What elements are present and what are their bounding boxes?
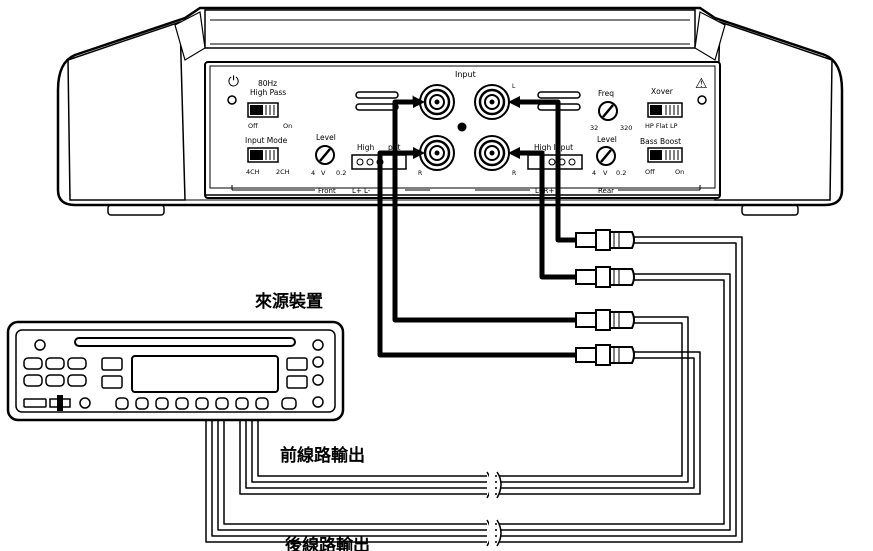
rca-plugs — [575, 229, 635, 366]
xover-label: Xover — [651, 87, 674, 96]
xover-options-label: HP Flat LP — [645, 122, 678, 130]
high-input-front-label: High — [357, 143, 374, 152]
front-line-output-label: 前線路輸出 — [280, 445, 365, 466]
jack-side-marks — [355, 91, 581, 111]
head-unit-left-buttons[interactable] — [23, 357, 123, 389]
highpass-switch[interactable] — [247, 102, 279, 118]
level-front-v: V — [321, 169, 326, 177]
amp-endcap-right — [714, 20, 833, 201]
rca-plug-4 — [575, 344, 635, 366]
level-front-label: Level — [316, 133, 336, 142]
level-rear-min: 4 — [592, 169, 596, 177]
freq-label: Freq — [598, 89, 614, 98]
amplifier: ⏻ 80Hz High Pass Off On Input Mode 4CH 2… — [56, 6, 844, 216]
high-input-rear-terminal[interactable] — [527, 154, 583, 170]
cable-front-left — [392, 99, 595, 323]
level-rear-knob[interactable] — [596, 146, 616, 166]
bassboost-on-label: On — [675, 168, 684, 176]
rear-lr-label: L- R+ — [535, 187, 554, 195]
high-input-rear-label: High Input — [534, 143, 573, 152]
rear-section-label: Rear — [598, 187, 614, 195]
highpass-off-label: Off — [248, 122, 258, 130]
head-unit — [6, 320, 345, 422]
rca-plug-3 — [575, 309, 635, 331]
cable-rear-right — [515, 150, 595, 280]
amp-foot-left — [107, 204, 165, 216]
jack-rl-label: L — [512, 83, 516, 90]
hp80-label: 80Hz — [258, 79, 277, 88]
inputmode-switch[interactable] — [247, 147, 279, 163]
inputmode-2ch-label: 2CH — [276, 168, 290, 176]
bassboost-off-label: Off — [645, 168, 655, 176]
highpass-on-label: On — [283, 122, 292, 130]
head-unit-aux-jack[interactable] — [79, 397, 91, 409]
level-front-knob[interactable] — [315, 145, 335, 165]
rca-leads — [205, 236, 743, 543]
cd-slot — [74, 337, 296, 347]
power-icon: ⏻ — [228, 74, 239, 90]
inputmode-4ch-label: 4CH — [246, 168, 260, 176]
rear-line-output-label: 後線路輸出 — [285, 535, 370, 551]
head-unit-knob-small[interactable] — [34, 339, 46, 351]
head-unit-eject-button[interactable] — [312, 339, 324, 351]
jack-rr-label: R — [512, 170, 516, 177]
level-rear-label: Level — [597, 135, 617, 144]
inputmode-label: Input Mode — [245, 136, 288, 145]
freq-max-label: 320 — [620, 124, 632, 132]
head-unit-preset-buttons[interactable] — [23, 396, 324, 410]
amp-endcap-left — [67, 20, 186, 201]
head-unit-right-buttons[interactable] — [286, 356, 324, 389]
head-unit-display — [131, 355, 279, 393]
input-ground-dot — [457, 122, 467, 132]
bassboost-label: Bass Boost — [640, 137, 681, 146]
rca-plug-1 — [575, 229, 635, 251]
amp-foot-right — [741, 204, 799, 216]
rca-jack-rear-right[interactable] — [474, 135, 510, 171]
level-rear-v: V — [603, 169, 608, 177]
freq-min-label: 32 — [590, 124, 598, 132]
xover-switch[interactable] — [647, 102, 683, 118]
source-device-label: 來源裝置 — [255, 291, 323, 312]
level-front-max: 0.2 — [336, 169, 346, 177]
cable-arrowheads — [413, 96, 520, 159]
cable-front-right — [377, 150, 595, 358]
protect-led — [697, 95, 707, 105]
amp-heatsink — [204, 9, 696, 49]
rca-jack-rear-left[interactable] — [474, 84, 510, 120]
input-label: Input — [455, 70, 476, 79]
jack-fr-label: R — [418, 170, 422, 177]
front-section-label: Front — [318, 187, 336, 195]
warning-icon: ⚠ — [695, 76, 708, 92]
head-unit-card-slot[interactable] — [49, 395, 71, 411]
freq-knob[interactable] — [598, 101, 618, 121]
power-led — [227, 95, 237, 105]
rca-jack-front-left[interactable] — [419, 84, 455, 120]
bassboost-switch[interactable] — [647, 147, 683, 163]
highpass-label: High Pass — [250, 88, 286, 97]
level-rear-max: 0.2 — [616, 169, 626, 177]
rca-plug-2 — [575, 266, 635, 288]
cable-break-marks — [486, 470, 502, 548]
rca-jack-front-right[interactable] — [419, 135, 455, 171]
front-lr-label: L+ L- — [352, 187, 371, 195]
level-front-min: 4 — [311, 169, 315, 177]
